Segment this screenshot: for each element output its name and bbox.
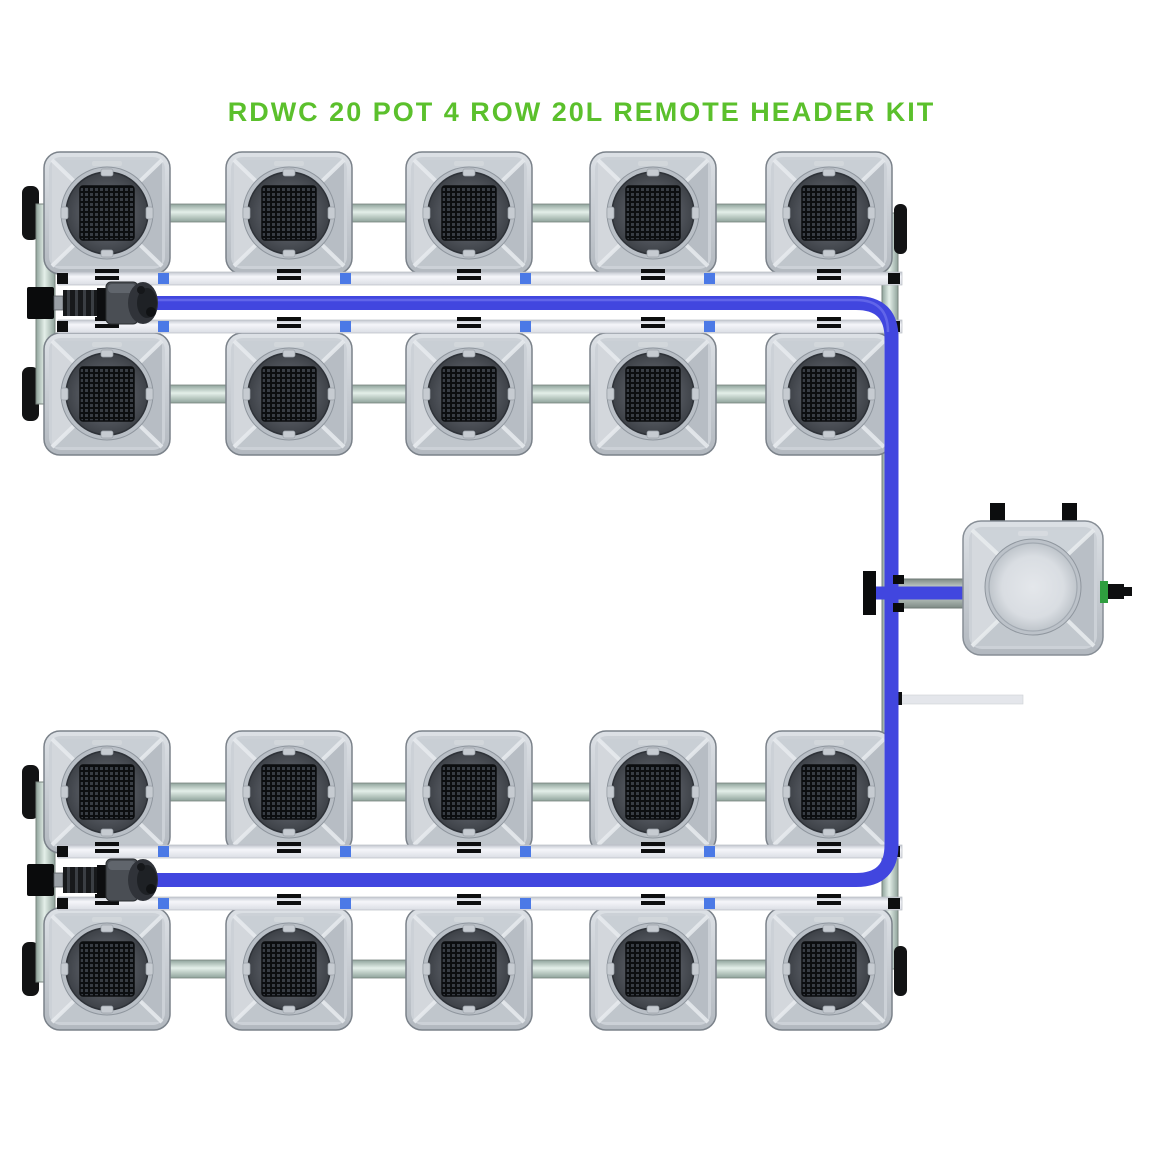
pot-link-pipe-row2-gap4 (707, 384, 773, 404)
return-pipe-1-blue-connector-4 (704, 273, 715, 284)
pot-row1-col1 (43, 151, 171, 275)
right-elbow-fitting-row1 (894, 204, 907, 254)
pot-link-pipe-row2-gap2 (343, 384, 413, 404)
return-pipe-2-left-fitting (57, 321, 68, 332)
return-pipe-1-pot1-fitting (95, 269, 119, 280)
return-pipe-2-blue-connector-1 (158, 321, 169, 332)
pot-link-pipe-row2-gap1 (161, 384, 233, 404)
circulation-pump-bottom (27, 858, 158, 902)
pot-link-pipe-row3-gap3 (523, 782, 597, 802)
return-pipe-1-right-fitting (888, 273, 900, 284)
return-pipe-4-blue-connector-1 (158, 898, 169, 909)
return-pipe-1-pot5-fitting (817, 269, 841, 280)
pot-row3-col4 (589, 730, 717, 854)
left-elbow-fitting-row3 (22, 765, 39, 819)
right-elbow-fitting-row4 (894, 946, 907, 996)
pot-link-pipe-row4-gap3 (523, 959, 597, 979)
pot-row1-col3 (405, 151, 533, 275)
circulation-pump-top (27, 281, 158, 325)
return-pipe-1-pot4-fitting (641, 269, 665, 280)
pot-row4-col4 (589, 907, 717, 1031)
pot-link-pipe-row2-gap3 (523, 384, 597, 404)
return-pipe-3-pot4-fitting (641, 842, 665, 853)
pot-row1-col5 (765, 151, 893, 275)
pot-link-pipe-row1-gap2 (343, 203, 413, 223)
pot-row4-col1 (43, 907, 171, 1031)
return-pipe-3-blue-connector-3 (520, 846, 531, 857)
remote-header-tank (962, 503, 1132, 656)
pot-row2-col5 (765, 332, 893, 456)
return-pipe-2-pot3-fitting (457, 317, 481, 328)
return-pipe-3-pot5-fitting (817, 842, 841, 853)
left-elbow-fitting-row2 (22, 367, 39, 421)
return-pipe-3-pot1-fitting (95, 842, 119, 853)
pot-link-pipe-row4-gap4 (707, 959, 773, 979)
return-pipe-2-blue-connector-4 (704, 321, 715, 332)
pot-row1-col2 (225, 151, 353, 275)
pot-link-pipe-row1-gap1 (161, 203, 233, 223)
return-pipe-3-left-fitting (57, 846, 68, 857)
return-pipe-2-pot2-fitting (277, 317, 301, 328)
return-pipe-4-pot2-fitting (277, 894, 301, 905)
return-pipe-3-blue-connector-1 (158, 846, 169, 857)
pot-row2-col2 (225, 332, 353, 456)
pot-row2-col1 (43, 332, 171, 456)
pot-row3-col1 (43, 730, 171, 854)
pot-link-pipe-row1-gap4 (707, 203, 773, 223)
return-pipe-1-left-fitting (57, 273, 68, 284)
manifold-tee-fitting (863, 571, 876, 615)
pot-link-pipe-row4-gap2 (343, 959, 413, 979)
pot-link-pipe-row1-gap3 (523, 203, 597, 223)
left-elbow-fitting-row4 (22, 942, 39, 996)
return-pipe-2-pot4-fitting (641, 317, 665, 328)
return-pipe-2-blue-connector-3 (520, 321, 531, 332)
return-pipe-2-pot5-fitting (817, 317, 841, 328)
return-pipe-4-blue-connector-2 (340, 898, 351, 909)
return-pipe-4-left-fitting (57, 898, 68, 909)
feed-pipe-sheen (150, 298, 890, 333)
pot-row3-col2 (225, 730, 353, 854)
return-pipe-1-pot2-fitting (277, 269, 301, 280)
return-pipe-4-pot3-fitting (457, 894, 481, 905)
return-pipe-4-pot5-fitting (817, 894, 841, 905)
pot-link-pipe-row3-gap2 (343, 782, 413, 802)
pot-row4-col2 (225, 907, 353, 1031)
return-pipe-1-blue-connector-2 (340, 273, 351, 284)
return-pipe-4-pot4-fitting (641, 894, 665, 905)
pot-row1-col4 (589, 151, 717, 275)
return-pipe-3-blue-connector-2 (340, 846, 351, 857)
pot-row3-col5 (765, 730, 893, 854)
return-pipe-3-pot2-fitting (277, 842, 301, 853)
return-pipe-3-blue-connector-4 (704, 846, 715, 857)
return-pipe-1-blue-connector-1 (158, 273, 169, 284)
pot-link-pipe-row4-gap1 (161, 959, 233, 979)
header-tank-lid (988, 542, 1078, 632)
page-title: RDWC 20 POT 4 ROW 20L REMOTE HEADER KIT (227, 97, 936, 127)
pot-row3-col3 (405, 730, 533, 854)
header-return-stub-pipe (897, 694, 1024, 705)
pot-row4-col3 (405, 907, 533, 1031)
return-pipe-2-blue-connector-2 (340, 321, 351, 332)
pot-link-pipe-row3-gap1 (161, 782, 233, 802)
manifold-clip-top (893, 575, 904, 584)
pot-row2-col3 (405, 332, 533, 456)
return-pipe-4-right-fitting (888, 898, 900, 909)
return-pipe-4-blue-connector-3 (520, 898, 531, 909)
pot-row2-col4 (589, 332, 717, 456)
manifold-clip-bottom (893, 603, 904, 612)
pot-row4-col5 (765, 907, 893, 1031)
return-pipe-3-pot3-fitting (457, 842, 481, 853)
header-drain-fitting (1100, 581, 1132, 603)
return-pipe-1-pot3-fitting (457, 269, 481, 280)
return-pipe-4-blue-connector-4 (704, 898, 715, 909)
left-elbow-fitting-row1 (22, 186, 39, 240)
return-pipe-1-blue-connector-3 (520, 273, 531, 284)
pot-link-pipe-row3-gap4 (707, 782, 773, 802)
